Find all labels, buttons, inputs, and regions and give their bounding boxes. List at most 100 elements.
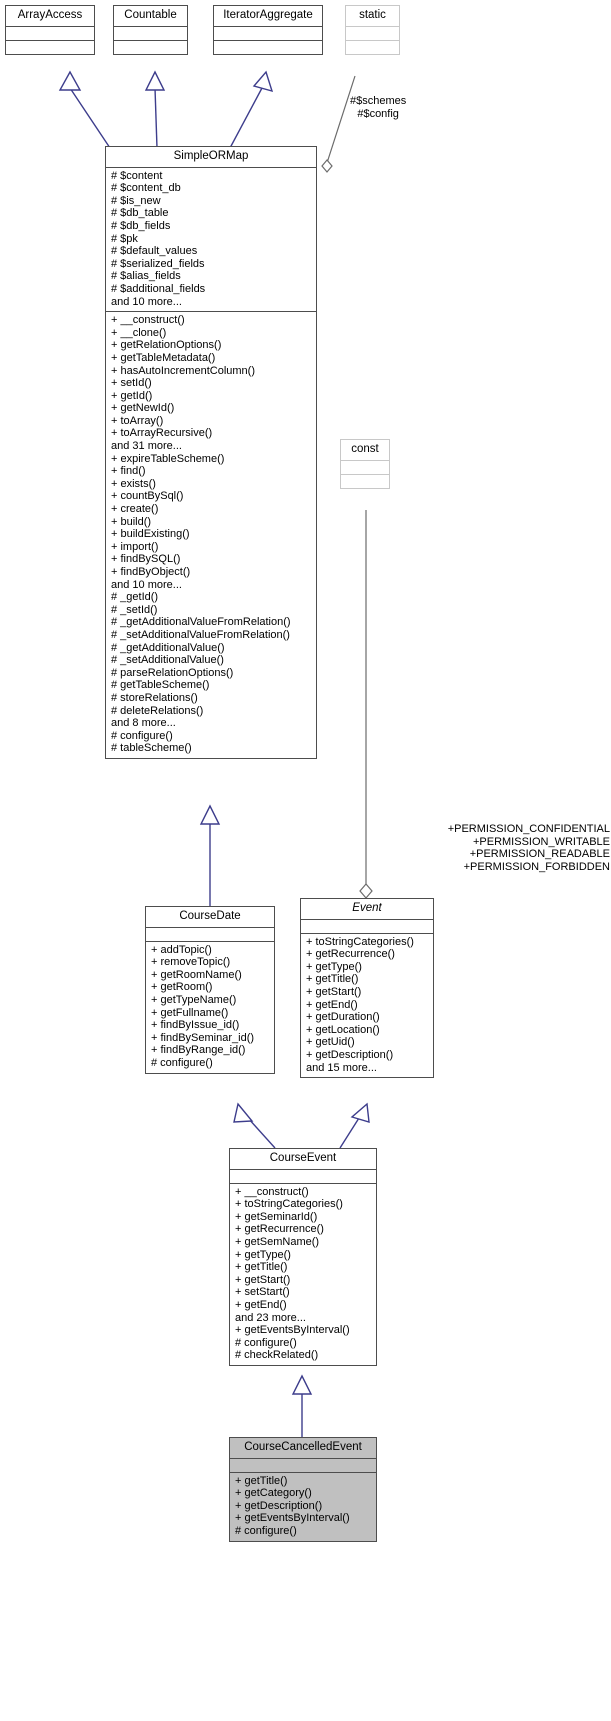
class-title: CourseDate bbox=[179, 910, 241, 922]
compartment-divider bbox=[301, 918, 433, 920]
class-node-simple-ormap[interactable]: SimpleORMap # $content# $content_db# $is… bbox=[105, 146, 317, 759]
class-node-event[interactable]: Event + toStringCategories()+ getRecurre… bbox=[300, 898, 434, 1079]
compartment-divider bbox=[106, 166, 316, 168]
member-row: + getFullname() bbox=[151, 1006, 229, 1019]
edge-label-line: +PERMISSION_CONFIDENTIAL bbox=[447, 823, 610, 835]
compartment-divider bbox=[214, 25, 322, 27]
edge-coursecancelledevent-courseevent bbox=[291, 1374, 313, 1437]
member-row: # _setAdditionalValue() bbox=[111, 654, 224, 667]
compartment-divider bbox=[6, 25, 94, 27]
member-row: # _getAdditionalValueFromRelation() bbox=[111, 616, 291, 629]
member-row: + getNewId() bbox=[111, 402, 175, 415]
edge-label-line: +PERMISSION_FORBIDDEN bbox=[463, 860, 610, 873]
class-title: CourseEvent bbox=[269, 1152, 337, 1164]
member-row: + toStringCategories() bbox=[306, 935, 414, 948]
class-node-course-date[interactable]: CourseDate + addTopic()+ removeTopic() + … bbox=[145, 906, 275, 1074]
compartment-divider bbox=[114, 39, 187, 41]
class-title: Countable bbox=[124, 9, 177, 21]
member-row: # storeRelations() bbox=[111, 691, 198, 704]
edge-label-line: +PERMISSION_WRITABLE bbox=[472, 835, 610, 848]
attributes-compartment bbox=[230, 1170, 376, 1183]
edge-simpleormap-arrayaccess bbox=[58, 70, 111, 149]
member-row: + addTopic() bbox=[151, 943, 212, 956]
compartment-divider bbox=[346, 39, 399, 41]
member-row: + getTableMetadata() bbox=[111, 351, 216, 364]
class-node-course-event[interactable]: CourseEvent + __construct()+ toStringCat… bbox=[229, 1148, 377, 1366]
class-title: SimpleORMap bbox=[173, 150, 249, 162]
member-row: and 23 more... bbox=[235, 1311, 306, 1324]
member-row: + removeTopic() bbox=[151, 956, 231, 969]
member-row: + getUid() bbox=[306, 1036, 355, 1049]
member-row: + getTitle() bbox=[306, 973, 359, 986]
member-row: + getType() bbox=[306, 960, 362, 973]
member-row: + setId() bbox=[111, 377, 152, 390]
member-row: # configure() bbox=[235, 1336, 297, 1349]
member-row: + setStart() bbox=[235, 1286, 290, 1299]
member-row: + getEnd() bbox=[235, 1298, 287, 1311]
class-node-const[interactable]: const bbox=[340, 439, 390, 489]
attributes-compartment bbox=[230, 1459, 376, 1472]
edge-label-line: #$config bbox=[357, 107, 399, 120]
member-row: # $alias_fields bbox=[111, 270, 181, 283]
member-row: # _getAdditionalValue() bbox=[111, 641, 225, 654]
member-row: # parseRelationOptions() bbox=[111, 666, 234, 679]
attributes-compartment bbox=[146, 928, 274, 941]
compartment-divider bbox=[301, 932, 433, 934]
methods-compartment: + __construct()+ toStringCategories() + g… bbox=[230, 1184, 376, 1365]
member-row: + getType() bbox=[235, 1248, 291, 1261]
edge-label-const-permissions: +PERMISSION_CONFIDENTIAL +PERMISSION_WRI… bbox=[330, 823, 610, 873]
member-row: # $is_new bbox=[111, 194, 161, 207]
edge-simpleormap-countable bbox=[144, 70, 166, 149]
methods-compartment bbox=[341, 475, 389, 488]
member-row: + getEventsByInterval() bbox=[235, 1512, 350, 1525]
member-row: + getId() bbox=[111, 389, 153, 402]
member-row: + getRelationOptions() bbox=[111, 339, 222, 352]
class-node-static[interactable]: static bbox=[345, 5, 400, 55]
member-row: + getDuration() bbox=[306, 1011, 380, 1024]
member-row: + expireTableScheme() bbox=[111, 452, 225, 465]
class-node-course-cancelled-event[interactable]: CourseCancelledEvent + getTitle()+ getCa… bbox=[229, 1437, 377, 1542]
member-row: # _setAdditionalValueFromRelation() bbox=[111, 628, 290, 641]
member-row: + findByRange_id() bbox=[151, 1044, 246, 1057]
attributes-compartment bbox=[6, 27, 94, 40]
compartment-divider bbox=[341, 459, 389, 461]
member-row: + getStart() bbox=[235, 1273, 291, 1286]
compartment-divider bbox=[230, 1457, 376, 1459]
class-node-countable[interactable]: Countable bbox=[113, 5, 188, 55]
member-row: + __construct() bbox=[111, 314, 185, 327]
edge-label-line: +PERMISSION_READABLE bbox=[469, 848, 610, 861]
compartment-divider bbox=[146, 940, 274, 942]
methods-compartment bbox=[214, 41, 322, 54]
member-row: + toStringCategories() bbox=[235, 1198, 343, 1211]
member-row: and 31 more... bbox=[111, 440, 182, 453]
edge-coursedate-simpleormap bbox=[199, 804, 221, 906]
class-node-array-access[interactable]: ArrayAccess bbox=[5, 5, 95, 55]
member-row: # deleteRelations() bbox=[111, 704, 204, 717]
member-row: # _setId() bbox=[111, 603, 158, 616]
attributes-compartment bbox=[346, 27, 399, 40]
class-title: CourseCancelledEvent bbox=[244, 1441, 362, 1453]
member-row: + findBySQL() bbox=[111, 553, 181, 566]
edge-courseevent-coursedate bbox=[233, 1102, 276, 1149]
compartment-divider bbox=[341, 473, 389, 475]
class-node-iterator-aggregate[interactable]: IteratorAggregate bbox=[213, 5, 323, 55]
member-row: # $default_values bbox=[111, 245, 198, 258]
member-row: # configure() bbox=[235, 1524, 297, 1537]
compartment-divider bbox=[214, 39, 322, 41]
methods-compartment: + toStringCategories()+ getRecurrence()+… bbox=[301, 934, 433, 1078]
member-row: + countBySql() bbox=[111, 490, 184, 503]
member-row: + __construct() bbox=[235, 1185, 309, 1198]
member-row: + build() bbox=[111, 515, 152, 528]
member-row: and 15 more... bbox=[306, 1061, 377, 1074]
methods-compartment bbox=[346, 41, 399, 54]
methods-compartment: + __construct()+ __clone()+ getRelationO… bbox=[106, 312, 316, 758]
member-row: # $pk bbox=[111, 232, 138, 245]
compartment-divider bbox=[230, 1471, 376, 1473]
attributes-compartment bbox=[301, 920, 433, 933]
methods-compartment bbox=[114, 41, 187, 54]
member-row: + toArrayRecursive() bbox=[111, 427, 213, 440]
member-row: # checkRelated() bbox=[235, 1349, 319, 1362]
compartment-divider bbox=[114, 25, 187, 27]
member-row: + buildExisting() bbox=[111, 528, 190, 541]
